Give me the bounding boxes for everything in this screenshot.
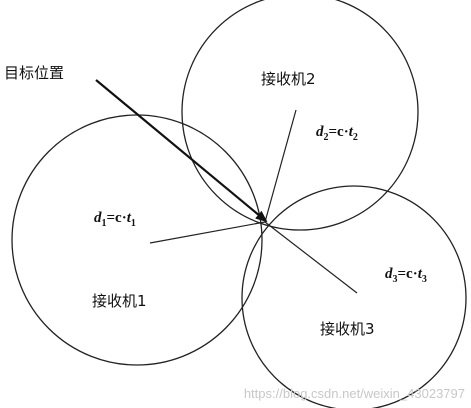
target-arrow bbox=[95, 79, 268, 223]
radius-line-3 bbox=[264, 221, 358, 294]
receiver-1-circle bbox=[11, 114, 263, 366]
receiver-3-formula: d3=c·t3 bbox=[385, 266, 427, 285]
receiver-3-circle bbox=[241, 185, 467, 408]
receiver-1-formula: d1=c·t1 bbox=[94, 210, 136, 229]
receiver-3-label: 接收机3 bbox=[320, 320, 375, 338]
target-position-label: 目标位置 bbox=[4, 64, 64, 82]
receiver-1-label: 接收机1 bbox=[92, 292, 147, 310]
radius-line-2 bbox=[264, 109, 297, 223]
watermark: https://blog.csdn.net/weixin_43023797 bbox=[244, 386, 465, 401]
radius-line-1 bbox=[149, 221, 266, 244]
receiver-2-label: 接收机2 bbox=[261, 70, 316, 88]
receiver-2-circle bbox=[181, 0, 419, 231]
receiver-2-formula: d2=c·t2 bbox=[316, 124, 358, 143]
